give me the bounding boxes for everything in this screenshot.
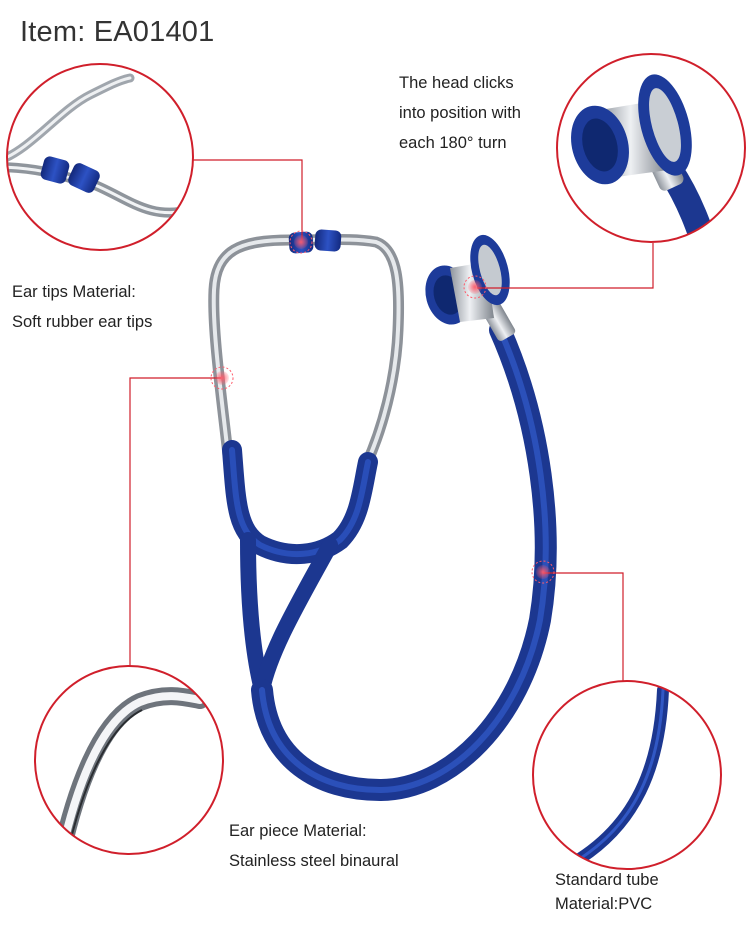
callout-ear-piece-line1: Ear piece Material: (229, 822, 367, 840)
callout-ear-piece-line2: Stainless steel binaural (229, 852, 399, 870)
callout-lines (129, 159, 654, 681)
zoom-circle-tube (532, 680, 722, 870)
callout-ear-tips-text: Ear tips Material: Soft rubber ear tips (12, 277, 152, 337)
zoom-circle-ear-piece (34, 665, 224, 855)
callout-head-text: The head clicks into position with each … (399, 68, 521, 158)
stethoscope-main (208, 229, 557, 802)
hotspot-markers (210, 230, 555, 584)
zoom-circle-head (556, 53, 746, 243)
callout-line-head (477, 243, 654, 289)
callout-tube-text: Standard tube Material:PVC (555, 868, 659, 916)
hotspot-ear-tips (289, 230, 313, 254)
zoom-circle-ear-tips (6, 63, 194, 251)
callout-line-ear-piece (129, 377, 221, 667)
callout-tube-line1: Standard tube (555, 871, 659, 889)
product-item-title: Item: EA01401 (20, 16, 215, 48)
callout-ear-tips-line2: Soft rubber ear tips (12, 313, 153, 331)
callout-ear-piece-text: Ear piece Material: Stainless steel bina… (229, 816, 399, 876)
callout-head-line3: each 180° turn (399, 134, 507, 152)
hotspot-tube (531, 560, 555, 584)
hotspot-ear-piece (210, 366, 234, 390)
callout-ear-tips-line1: Ear tips Material: (12, 283, 136, 301)
callout-head-line1: The head clicks (399, 74, 514, 92)
callout-line-tube (543, 572, 624, 681)
callout-head-line2: into position with (399, 104, 521, 122)
callout-line-ear-tips (190, 159, 303, 240)
hotspot-head (463, 275, 487, 299)
callout-tube-line2: Material:PVC (555, 895, 653, 913)
